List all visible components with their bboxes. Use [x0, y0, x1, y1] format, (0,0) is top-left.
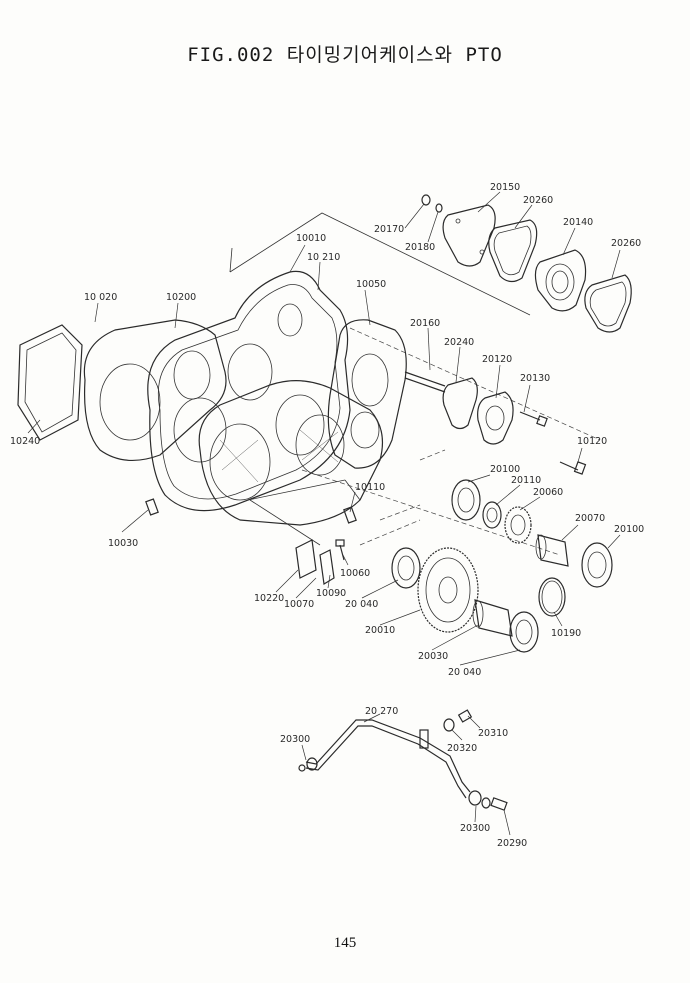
part-bearing-20040-a: [391, 547, 421, 589]
callout-20060: 20060: [533, 487, 563, 498]
callout-20010: 20010: [365, 625, 395, 636]
part-cover-gasket: [17, 324, 83, 441]
callout-20270: 20 270: [365, 706, 398, 717]
part-shaft-20070: [535, 534, 569, 567]
callout-20260-b: 20260: [611, 238, 641, 249]
callout-20240: 20240: [444, 337, 474, 348]
callout-20300-a: 20300: [280, 734, 310, 745]
part-pto-shaft-assembly: [404, 371, 587, 475]
part-bolts-lower-left: [145, 498, 357, 585]
part-front-cover: [198, 380, 383, 526]
callout-10090: 10090: [316, 588, 346, 599]
callout-20070: 20070: [575, 513, 605, 524]
callout-labels: 20150 20260 20170 20180 20140 20260 1001…: [10, 182, 644, 849]
callout-20100-upper: 20100: [490, 464, 520, 475]
callout-20180: 20180: [405, 242, 435, 253]
leader-lines: [27, 191, 621, 836]
part-pto-cover-plate: [442, 204, 496, 267]
callout-20310: 20310: [478, 728, 508, 739]
callout-10240: 10240: [10, 436, 40, 447]
callout-20290: 20290: [497, 838, 527, 849]
part-pto-gasket-a: [488, 219, 538, 283]
callout-20120: 20120: [482, 354, 512, 365]
callout-10120: 10120: [577, 436, 607, 447]
callout-20040-a: 20 040: [345, 599, 378, 610]
part-collar-20110: [482, 501, 502, 529]
callout-20140: 20140: [563, 217, 593, 228]
callout-20170: 20170: [374, 224, 404, 235]
callout-20130: 20130: [520, 373, 550, 384]
part-case-gasket: [83, 319, 227, 462]
callout-10060: 10060: [340, 568, 370, 579]
callout-20300-b: 20300: [460, 823, 490, 834]
callout-10070: 10070: [284, 599, 314, 610]
callout-20150: 20150: [490, 182, 520, 193]
figure-title: FIG.002 타이밍기어케이스와 PTO: [187, 44, 503, 66]
callout-20040-b: 20 040: [448, 667, 481, 678]
part-washers: [421, 194, 443, 213]
assembly-boundary-lines: [229, 212, 531, 546]
callout-20110: 20110: [511, 475, 541, 486]
part-bearing-20100-lower: [581, 542, 613, 588]
callout-20320: 20320: [447, 743, 477, 754]
callout-10190: 10190: [551, 628, 581, 639]
callout-10220: 10220: [254, 593, 284, 604]
callout-10050: 10050: [356, 279, 386, 290]
part-gear-housing: [327, 319, 407, 469]
part-bearing-20100-upper: [451, 479, 481, 521]
alignment-axes: [301, 327, 601, 556]
part-pto-gasket-b: [584, 274, 632, 333]
part-bearing-20040-b: [509, 611, 539, 653]
callout-20160: 20160: [410, 318, 440, 329]
part-gear-20060: [504, 506, 532, 544]
callout-10200: 10200: [166, 292, 196, 303]
callout-20260-a: 20260: [523, 195, 553, 206]
callout-10110: 10110: [355, 482, 385, 493]
part-bearing-holder: [534, 249, 587, 312]
part-timing-gear-case: [147, 270, 351, 512]
page-number: 145: [333, 935, 357, 951]
callout-20030: 20030: [418, 651, 448, 662]
part-main-gear-20010: [417, 547, 479, 633]
callout-10010: 10010: [296, 233, 326, 244]
callout-10020: 10 020: [84, 292, 117, 303]
part-snap-ring-10190: [538, 577, 566, 617]
part-oil-pipe: [298, 709, 508, 811]
callout-10210: 10 210: [307, 252, 340, 263]
part-shaft-20030: [472, 599, 513, 637]
callout-10030: 10030: [108, 538, 138, 549]
callout-20100-lower: 20100: [614, 524, 644, 535]
